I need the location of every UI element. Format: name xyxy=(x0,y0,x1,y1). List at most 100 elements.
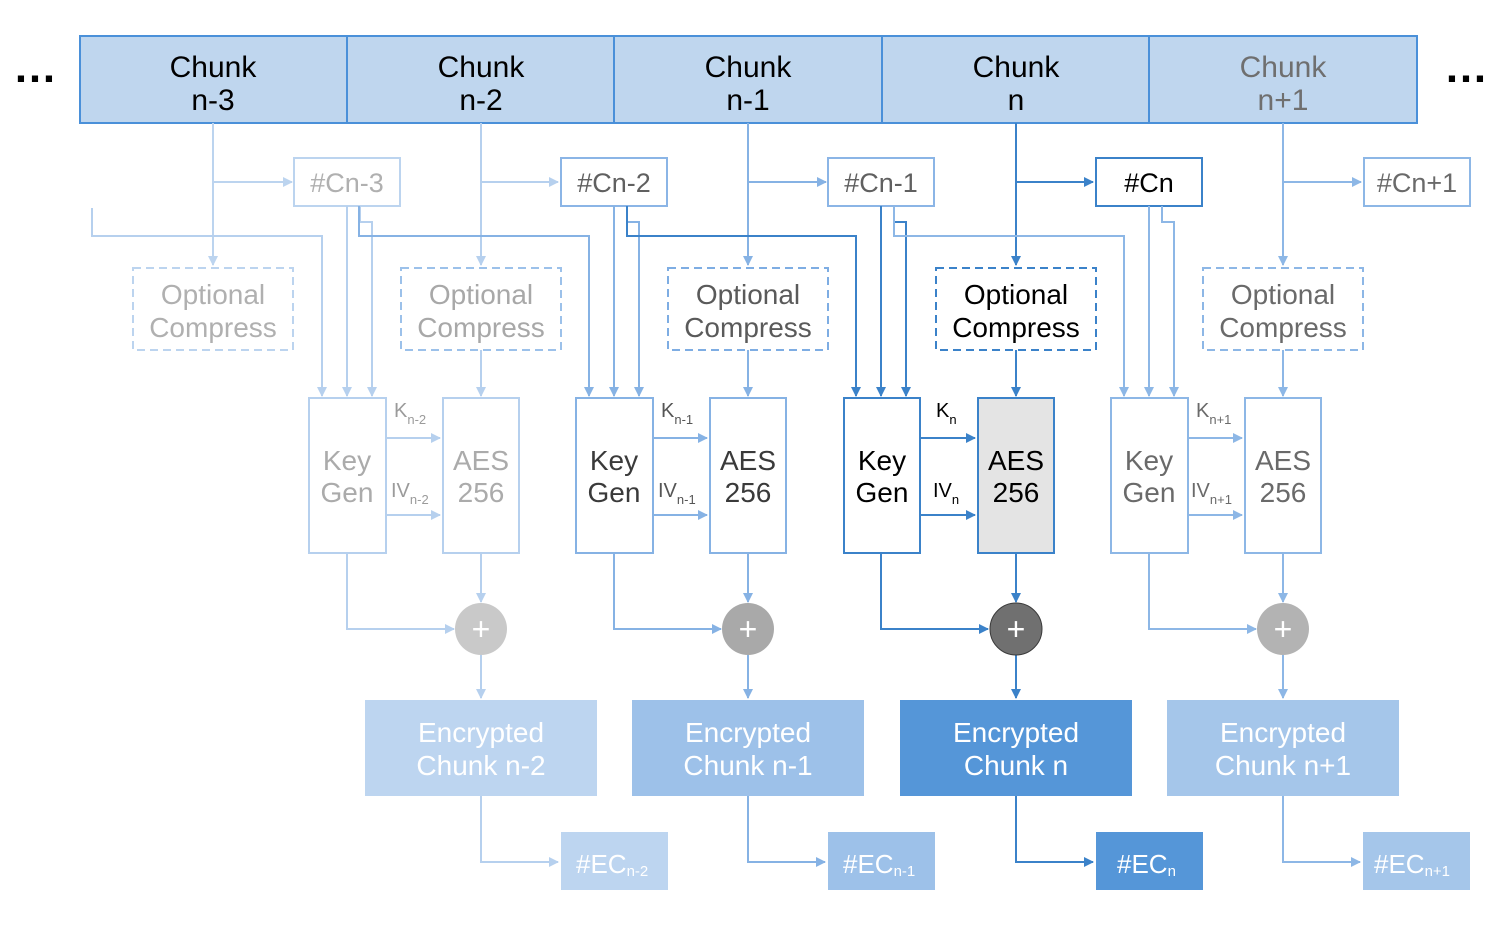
key-label: Kn+1 xyxy=(1196,400,1231,427)
chunk-index: n-2 xyxy=(459,84,502,117)
column-n-arrows xyxy=(626,123,1094,867)
encrypted-hash-box xyxy=(1363,832,1470,890)
compress-label: Optional xyxy=(429,279,533,310)
aes-label: AES xyxy=(453,445,509,476)
key-gen-label: Gen xyxy=(588,477,641,508)
encrypted-chunk-label: Chunk n-1 xyxy=(683,750,812,781)
compress-label: Compress xyxy=(1219,312,1347,343)
compress-label: Optional xyxy=(1231,279,1335,310)
optional-compress-box-active xyxy=(935,267,1097,351)
encrypted-chunk-box xyxy=(365,700,597,796)
optional-compress-box xyxy=(132,267,294,351)
encrypted-chunk-box xyxy=(632,700,864,796)
hash-box xyxy=(1363,157,1471,207)
key-gen-label: Key xyxy=(1125,445,1173,476)
compress-label: Compress xyxy=(684,312,812,343)
hash-label: #Cn-1 xyxy=(844,168,918,198)
hash-label: #Cn xyxy=(1124,168,1174,198)
hash-label: #Cn+1 xyxy=(1377,168,1457,198)
aes-label: AES xyxy=(1255,445,1311,476)
aes-label: 256 xyxy=(1260,477,1307,508)
ellipsis-left: … xyxy=(13,43,57,92)
optional-compress-box xyxy=(1202,267,1364,351)
encrypted-hash-box xyxy=(561,832,668,890)
encrypted-chunk-label: Chunk n xyxy=(964,750,1068,781)
key-gen-box xyxy=(308,397,387,554)
chunk-label: Chunk xyxy=(973,51,1061,84)
iv-label: IVn xyxy=(933,480,959,507)
aes-label: 256 xyxy=(458,477,505,508)
iv-label: IVn-1 xyxy=(658,480,696,507)
optional-compress-box xyxy=(667,267,829,351)
plus-sign: + xyxy=(739,611,758,647)
hash-label: #Cn-2 xyxy=(577,168,651,198)
plus-circle xyxy=(455,603,507,655)
plus-circle xyxy=(722,603,774,655)
aes-box xyxy=(1244,397,1322,554)
chunk-row: Chunk n-3 Chunk n-2 Chunk n-1 Chunk n Ch… xyxy=(79,35,1418,124)
chunk-row-frame xyxy=(79,35,1418,124)
plus-sign: + xyxy=(1007,611,1026,647)
encrypted-hash-box-active xyxy=(1096,832,1203,890)
key-gen-label: Gen xyxy=(1123,477,1176,508)
aes-label: 256 xyxy=(993,477,1040,508)
key-gen-box xyxy=(575,397,654,554)
chunk-index: n-1 xyxy=(726,84,769,117)
chunk-label: Chunk xyxy=(1240,51,1328,84)
encrypted-chunk-label: Encrypted xyxy=(1220,717,1346,748)
chunk-index: n-3 xyxy=(191,84,234,117)
compress-label: Optional xyxy=(161,279,265,310)
encrypted-chunk-label: Encrypted xyxy=(953,717,1079,748)
key-label: Kn-1 xyxy=(661,400,693,427)
encrypted-hash-label: #ECn-1 xyxy=(843,849,915,880)
aes-box xyxy=(709,397,787,554)
aes-box-active xyxy=(977,397,1055,554)
encrypted-hash-box xyxy=(828,832,935,890)
compress-label: Compress xyxy=(952,312,1080,343)
plus-circle xyxy=(1257,603,1309,655)
chunk-index: n xyxy=(1008,84,1025,117)
chunk-label: Chunk xyxy=(438,51,526,84)
key-gen-label: Key xyxy=(858,445,906,476)
plus-sign: + xyxy=(472,611,491,647)
hash-box xyxy=(827,157,935,207)
encrypted-chunk-box xyxy=(1167,700,1399,796)
optional-compress-box xyxy=(400,267,562,351)
aes-label: AES xyxy=(720,445,776,476)
plus-circle-active xyxy=(989,602,1043,656)
hash-box xyxy=(560,157,668,207)
column-n+1-arrows xyxy=(893,123,1362,867)
encrypted-hash-label: #ECn xyxy=(1117,849,1176,880)
column-n-3 xyxy=(208,123,293,266)
compress-label: Compress xyxy=(417,312,545,343)
encrypted-chunk-label: Chunk n+1 xyxy=(1215,750,1351,781)
encrypted-chunk-box-active xyxy=(900,700,1132,796)
iv-label: IVn+1 xyxy=(1191,480,1232,507)
encrypted-chunk-label: Chunk n-2 xyxy=(416,750,545,781)
key-label: Kn-2 xyxy=(394,400,426,427)
compress-label: Optional xyxy=(964,279,1068,310)
key-gen-label: Gen xyxy=(321,477,374,508)
chunk-index: n+1 xyxy=(1258,84,1309,117)
compress-label: Compress xyxy=(149,312,277,343)
iv-label: IVn-2 xyxy=(391,480,429,507)
key-gen-label: Key xyxy=(590,445,638,476)
encrypted-hash-label: #ECn-2 xyxy=(576,849,648,880)
aes-box xyxy=(442,397,520,554)
compress-label: Optional xyxy=(696,279,800,310)
chunk-label: Chunk xyxy=(170,51,258,84)
hash-label: #Cn-3 xyxy=(310,168,384,198)
key-gen-box-active xyxy=(843,397,921,554)
encrypted-chunk-label: Encrypted xyxy=(418,717,544,748)
plus-sign: + xyxy=(1274,611,1293,647)
key-gen-box xyxy=(1110,397,1189,554)
encrypted-hash-label: #ECn+1 xyxy=(1374,849,1450,880)
key-gen-label: Gen xyxy=(856,477,909,508)
ellipsis-right: … xyxy=(1444,43,1488,92)
aes-label: 256 xyxy=(725,477,772,508)
key-gen-label: Key xyxy=(323,445,371,476)
encrypted-chunk-label: Encrypted xyxy=(685,717,811,748)
hash-box-active xyxy=(1095,157,1203,207)
key-label: Kn xyxy=(936,400,957,427)
